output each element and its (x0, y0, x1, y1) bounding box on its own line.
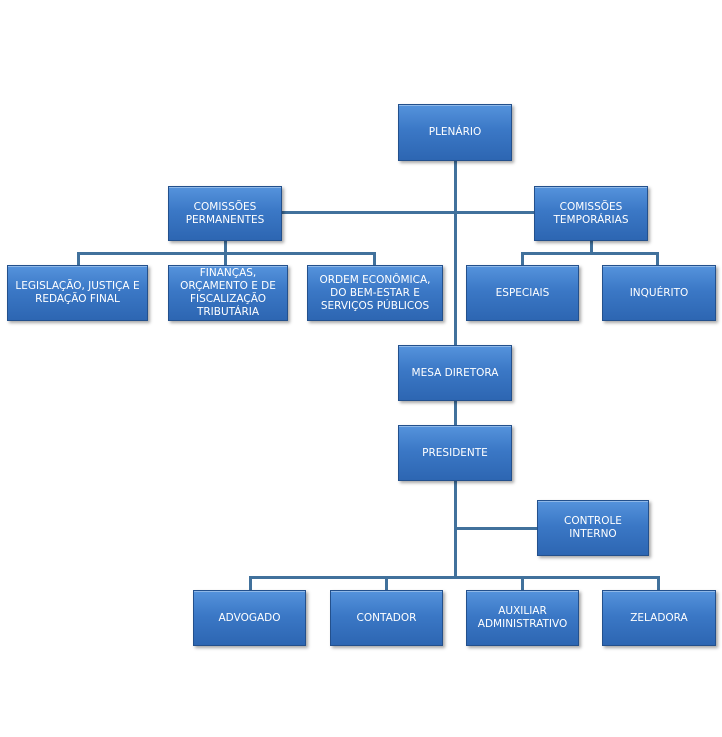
connector-temp-1 (521, 252, 524, 265)
node-advogado: ADVOGADO (193, 590, 306, 646)
node-legislacao: LEGISLAÇÃO, JUSTIÇA E REDAÇÃO FINAL (7, 265, 148, 321)
connector-temp-stem (590, 241, 593, 254)
node-plenario: PLENÁRIO (398, 104, 512, 161)
connector-perm-1 (77, 252, 80, 265)
connector-temp-bus (521, 252, 659, 255)
node-presidente: PRESIDENTE (398, 425, 512, 481)
connector-commissions (282, 211, 534, 214)
connector-staff-bus (249, 576, 660, 579)
connector-perm-stem (224, 241, 227, 254)
node-zeladora: ZELADORA (602, 590, 716, 646)
connector-perm-2 (224, 252, 227, 265)
node-ordem: ORDEM ECONÔMICA, DO BEM-ESTAR E SERVIÇOS… (307, 265, 443, 321)
node-mesa-diretora: MESA DIRETORA (398, 345, 512, 401)
connector-controle (454, 527, 537, 530)
node-contador: CONTADOR (330, 590, 443, 646)
connector-staff-3 (521, 576, 524, 590)
connector-perm-3 (373, 252, 376, 265)
connector-trunk-top (454, 161, 457, 345)
node-financas: FINANÇAS, ORÇAMENTO E DE FISCALIZAÇÃO TR… (168, 265, 288, 321)
node-comissoes-temporarias: COMISSÕES TEMPORÁRIAS (534, 186, 648, 241)
connector-temp-2 (656, 252, 659, 265)
node-controle-interno: CONTROLE INTERNO (537, 500, 649, 556)
connector-staff-4 (657, 576, 660, 590)
node-especiais: ESPECIAIS (466, 265, 579, 321)
node-auxiliar-administrativo: AUXILIAR ADMINISTRATIVO (466, 590, 579, 646)
connector-mesa-presidente (454, 401, 457, 425)
node-inquerito: INQUÉRITO (602, 265, 716, 321)
node-comissoes-permanentes: COMISSÕES PERMANENTES (168, 186, 282, 241)
connector-staff-2 (385, 576, 388, 590)
connector-staff-1 (249, 576, 252, 590)
